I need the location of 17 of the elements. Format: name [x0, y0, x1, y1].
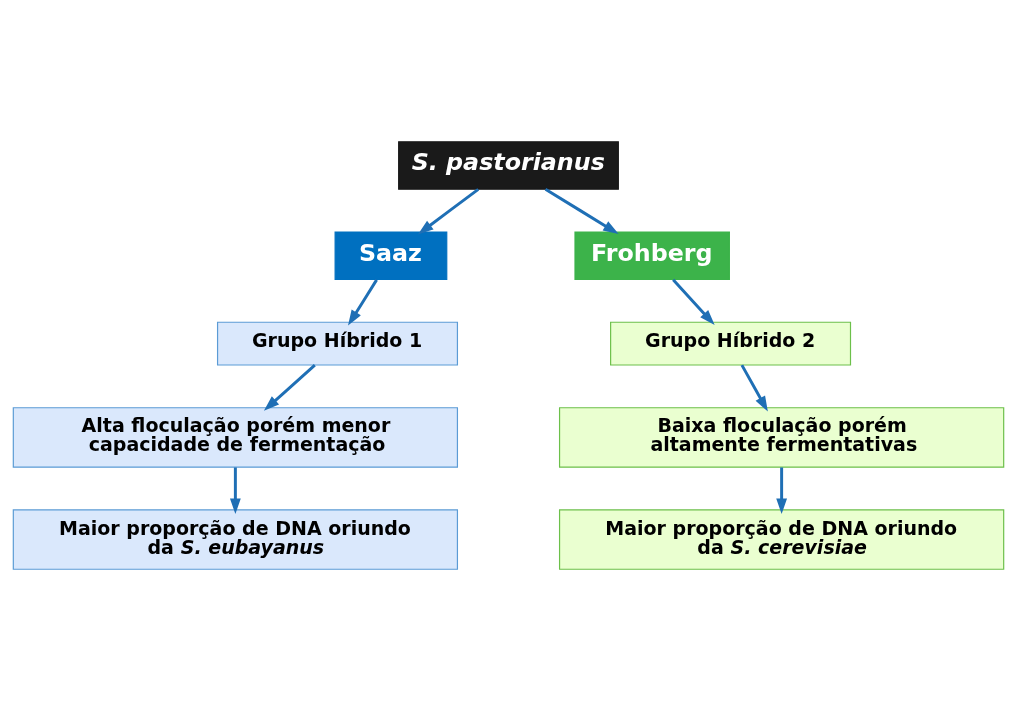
node-box: Maior proporção de DNA oriundo da S. eubayanus — [12, 508, 459, 570]
node-box: Baixa floculação porém altamente fermentativas — [558, 406, 1005, 468]
arrow — [544, 187, 619, 234]
arrow — [263, 363, 316, 411]
arrow — [229, 467, 241, 514]
node-box: Grupo Híbrido 1 — [216, 321, 459, 366]
arrow — [740, 363, 768, 412]
node-box: Maior proporção de DNA oriundo da S. cerevisiae — [558, 508, 1005, 570]
arrow — [417, 187, 480, 234]
arrow — [348, 278, 378, 326]
node-box: Grupo Híbrido 2 — [610, 321, 852, 366]
arrow — [672, 278, 715, 325]
arrow — [776, 467, 788, 514]
node-box: S. pastorianus — [398, 140, 619, 190]
node-box: Alta floculação porém menor capacidade de fermentação — [12, 406, 459, 468]
node-box: Saaz — [334, 230, 448, 280]
node-box: Frohberg — [574, 230, 730, 280]
